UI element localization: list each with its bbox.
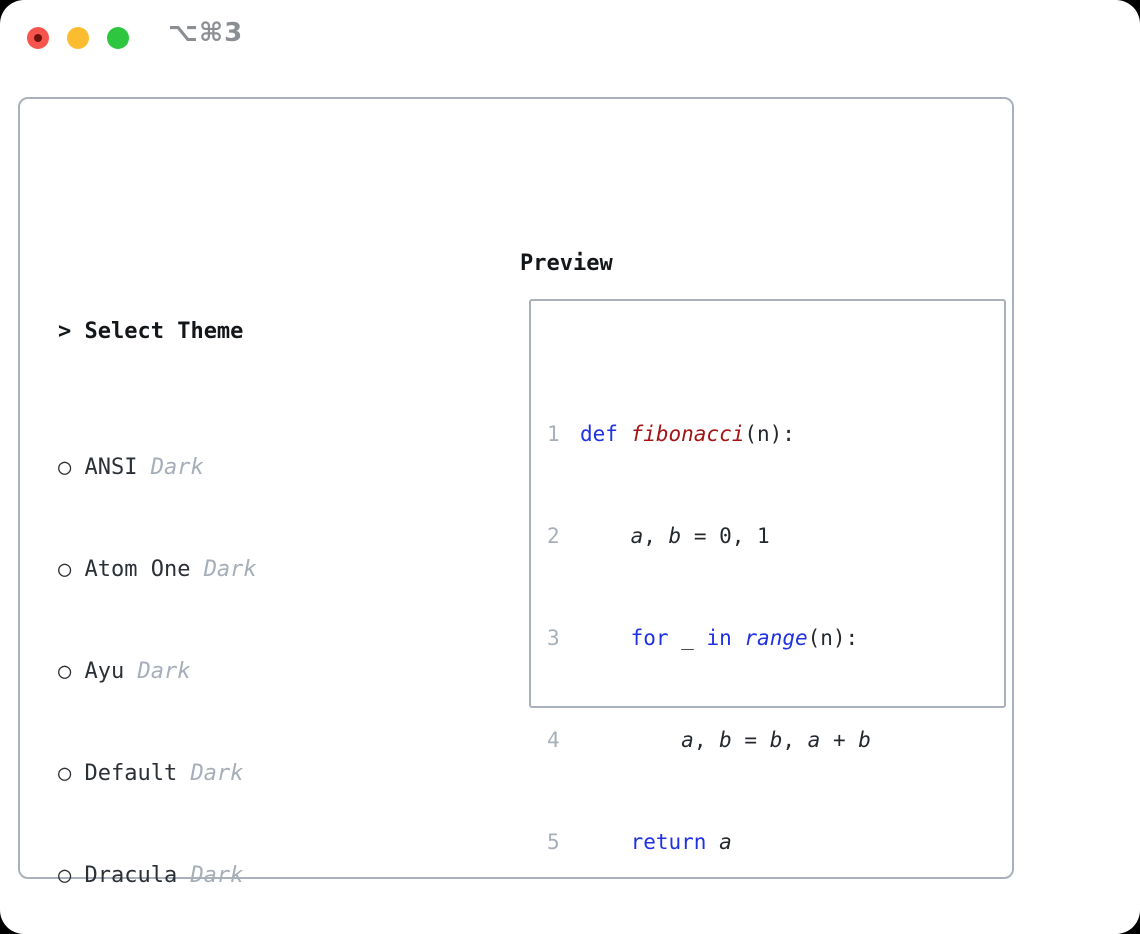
maximize-button[interactable] <box>107 27 129 49</box>
theme-option-ayu-dark[interactable]: ○ Ayu Dark <box>58 655 429 689</box>
code-token: b <box>858 728 871 752</box>
radio-icon: ○ <box>58 761 72 786</box>
code-token: , <box>782 728 808 752</box>
code-token: b <box>668 524 682 548</box>
radio-icon: ○ <box>58 659 72 684</box>
code-token <box>580 830 631 854</box>
blank-line <box>547 927 934 934</box>
select-theme-title: Select Theme <box>84 319 244 344</box>
code-token: _ <box>668 626 707 650</box>
theme-variant: Dark <box>203 557 257 582</box>
theme-name: ANSI <box>84 455 138 480</box>
code-token: , <box>693 728 720 752</box>
line-number: 4 <box>547 728 560 752</box>
minimize-button[interactable] <box>67 27 89 49</box>
theme-variant: Dark <box>150 455 204 480</box>
code-token <box>732 626 745 650</box>
code-token: = <box>731 728 770 752</box>
code-token: range <box>744 626 808 650</box>
code-token <box>706 830 719 854</box>
select-theme-header: > Select Theme <box>58 315 429 349</box>
code-token: , <box>643 524 669 548</box>
line-number: 5 <box>547 830 560 854</box>
code-token: for <box>630 626 669 650</box>
theme-name: Ayu <box>84 659 125 684</box>
titlebar <box>27 27 147 49</box>
theme-name: Dracula <box>84 863 178 888</box>
code-token: a <box>681 728 694 752</box>
code-token: a <box>630 524 644 548</box>
theme-variant: Dark <box>190 761 244 786</box>
theme-variant: Dark <box>190 863 244 888</box>
code-token: b <box>719 728 732 752</box>
code-token: fibonacci <box>630 422 745 446</box>
window-title-shortcut: ⌥⌘3 <box>168 18 244 48</box>
code-token: return <box>630 830 707 854</box>
theme-name: Atom One <box>84 557 191 582</box>
theme-option-ansi-dark[interactable]: ○ ANSI Dark <box>58 451 429 485</box>
preview-header: Preview <box>520 251 613 276</box>
line-number: 2 <box>547 524 560 548</box>
theme-option-atom-one-dark[interactable]: ○ Atom One Dark <box>58 553 429 587</box>
line-number: 1 <box>547 422 560 446</box>
code-line-3: 3 for _ in range(n): <box>547 621 934 655</box>
code-token: def <box>580 422 631 446</box>
close-button[interactable] <box>27 27 49 49</box>
code-line-1: 1 def fibonacci(n): <box>547 417 934 451</box>
code-line-4: 4 a, b = b, a + b <box>547 723 934 757</box>
code-token: in <box>706 626 732 650</box>
theme-variant: Dark <box>137 659 191 684</box>
theme-option-default-dark[interactable]: ○ Default Dark <box>58 757 429 791</box>
code-token <box>580 626 631 650</box>
code-token: (n): <box>807 626 859 650</box>
code-token: a <box>807 728 821 752</box>
code-line-2: 2 a, b = 0, 1 <box>547 519 934 553</box>
code-token <box>580 728 681 752</box>
code-token: + <box>820 728 859 752</box>
radio-icon: ○ <box>58 557 72 582</box>
code-token: (n): <box>744 422 795 446</box>
code-token: = 0, 1 <box>681 524 770 548</box>
close-dot-icon <box>34 34 42 42</box>
theme-name: Default <box>84 761 178 786</box>
focus-caret-icon: > <box>58 319 72 344</box>
preview-box <box>529 299 1006 708</box>
code-token: b <box>769 728 783 752</box>
code-token <box>580 524 631 548</box>
code-token: a <box>719 830 732 854</box>
radio-icon: ○ <box>58 455 72 480</box>
theme-option-dracula-dark[interactable]: ○ Dracula Dark <box>58 859 429 893</box>
code-line-5: 5 return a <box>547 825 934 859</box>
line-number: 3 <box>547 626 560 650</box>
radio-icon: ○ <box>58 863 72 888</box>
